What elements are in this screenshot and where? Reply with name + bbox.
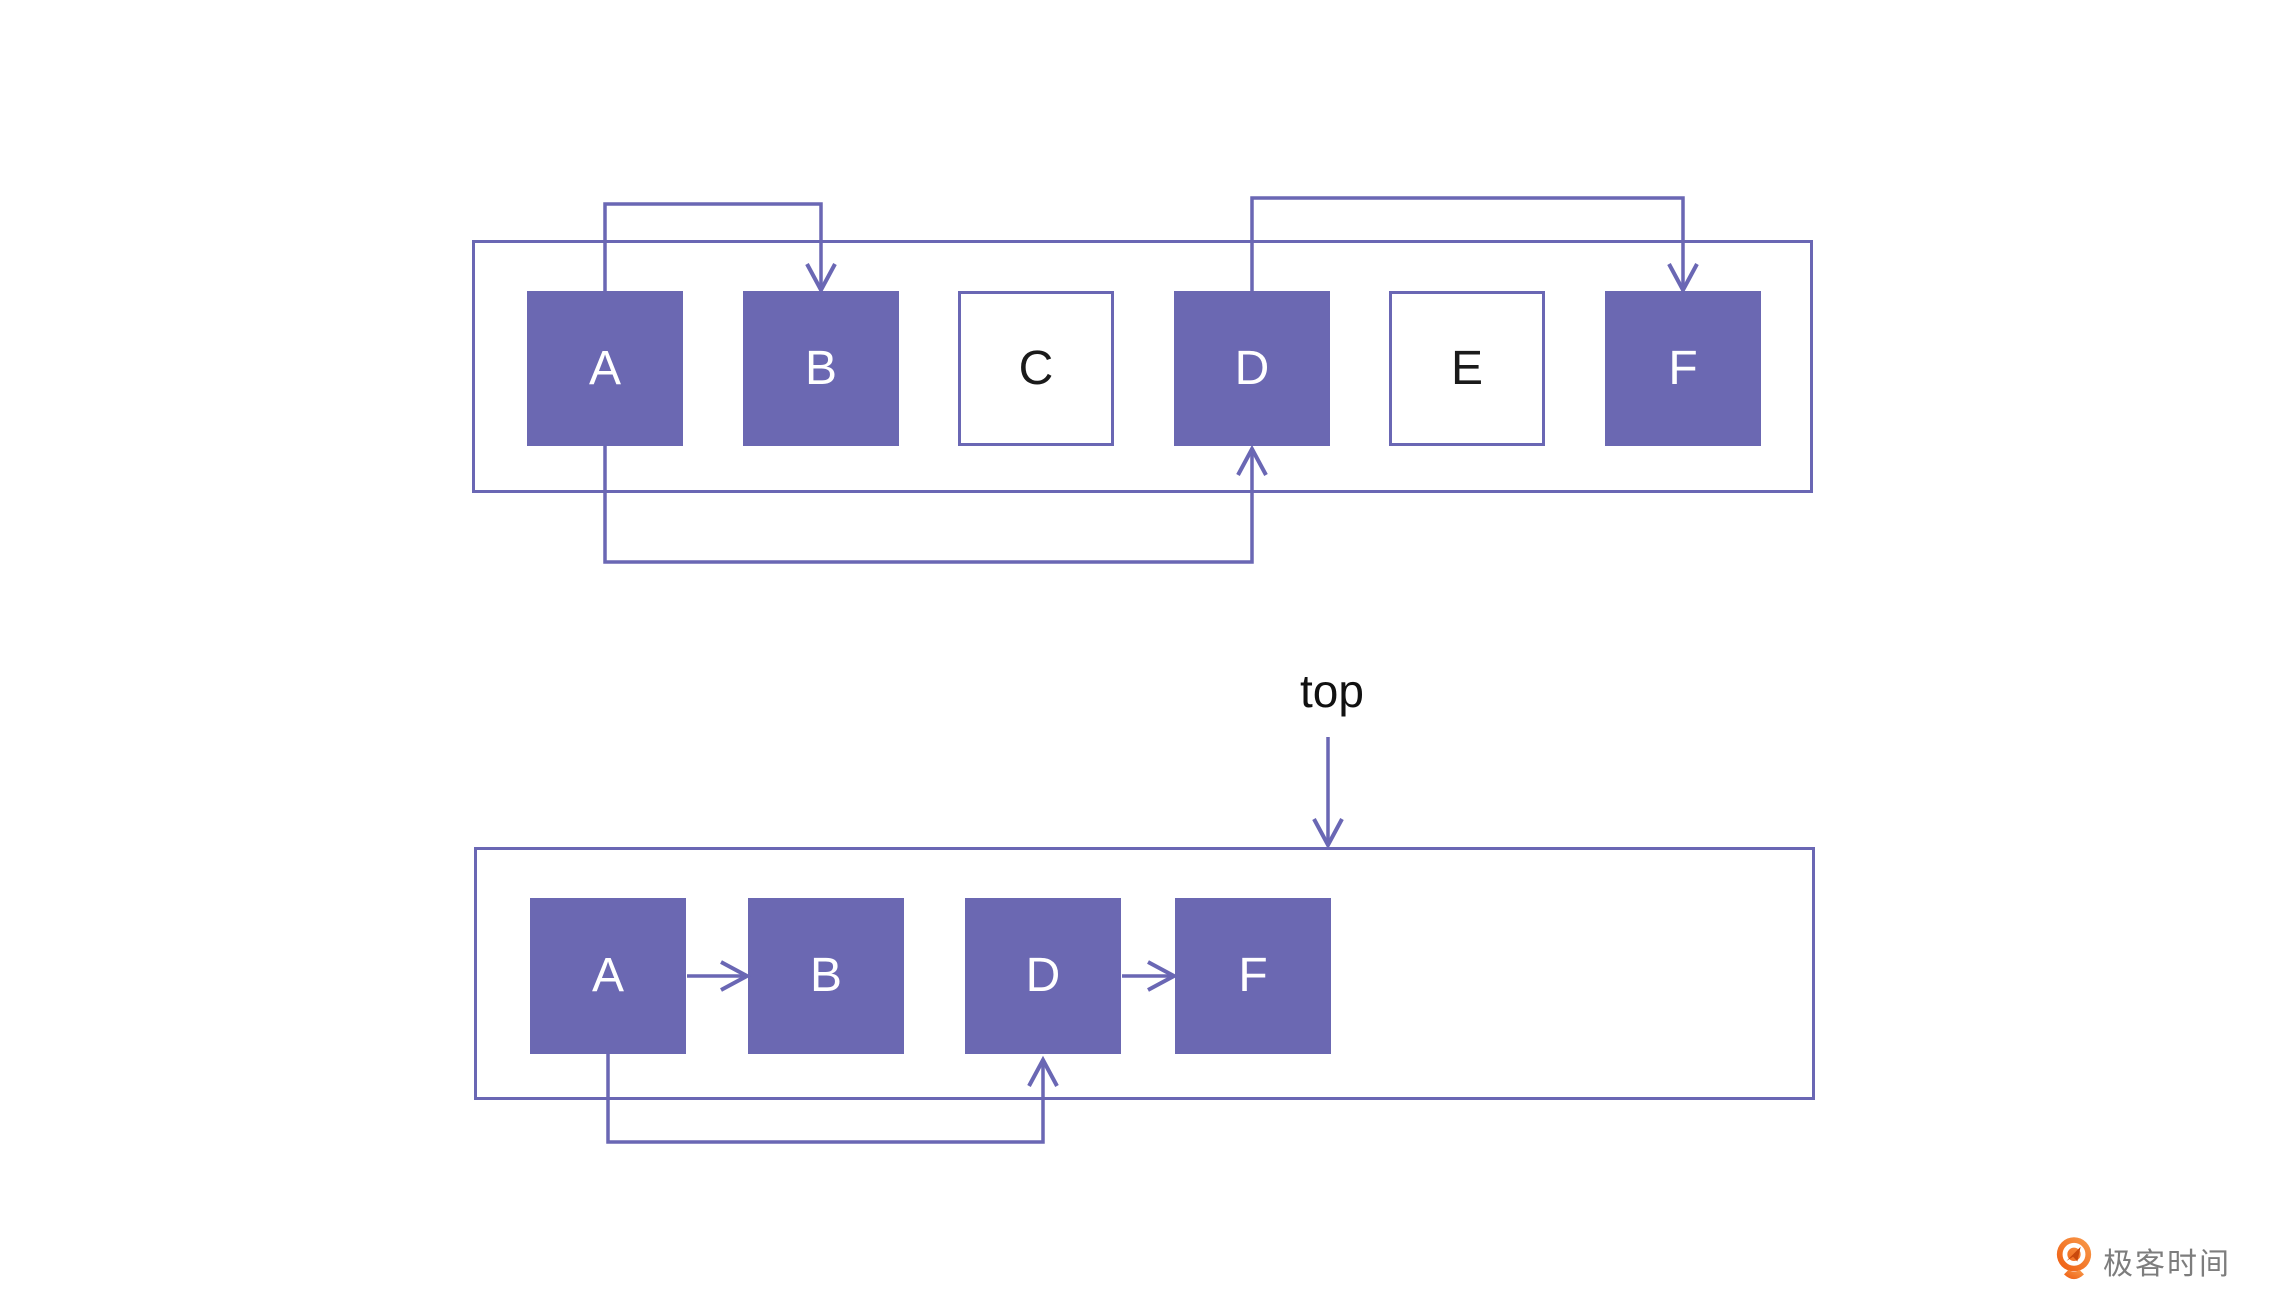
block-after-d: D	[965, 898, 1121, 1054]
block-after-a: A	[530, 898, 686, 1054]
arrowhead-top-pointer-icon	[1312, 818, 1344, 850]
top-pointer-label: top	[1300, 665, 1364, 717]
block-before-a: A	[527, 291, 683, 446]
geektime-pin-icon	[2056, 1237, 2092, 1280]
block-before-d: D	[1174, 291, 1330, 446]
block-after-f: F	[1175, 898, 1331, 1054]
block-before-c: C	[958, 291, 1114, 446]
block-before-e: E	[1389, 291, 1545, 446]
geektime-logo-text: 极客时间	[2103, 1248, 2231, 1281]
memory-region-after	[474, 847, 1815, 1100]
block-before-b: B	[743, 291, 899, 446]
geektime-logo: 极客时间	[2054, 1235, 2231, 1287]
block-after-b: B	[748, 898, 904, 1054]
block-before-f: F	[1605, 291, 1761, 446]
